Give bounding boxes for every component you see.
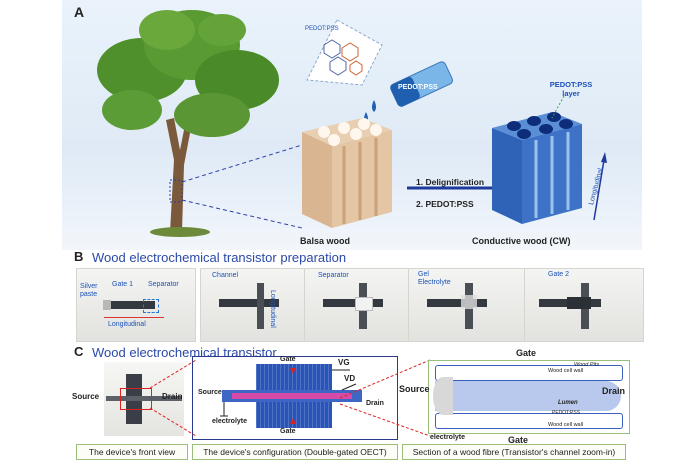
panel-a-label: A: [74, 4, 85, 20]
longitudinal-label-2: Longitudinal: [269, 290, 276, 328]
vd-label: VD: [344, 374, 356, 383]
front-source-label: Source: [72, 392, 100, 401]
longitudinal-arrow-1: [104, 317, 164, 318]
lumen-label: Lumen: [558, 400, 578, 406]
conductive-wood-label: Conductive wood (CW): [472, 236, 571, 246]
balsa-wood-label: Balsa wood: [300, 236, 351, 246]
prep-photo-5: [524, 268, 644, 342]
fibre-gate-bottom-label: Gate: [508, 435, 529, 445]
configuration-caption: The device's configuration (Double-gated…: [192, 444, 398, 460]
panel-c-label: C: [74, 344, 84, 359]
wood-cell-wall-bottom-label: Wood cell wall: [548, 422, 584, 428]
config-source-label: Source: [198, 389, 222, 396]
fibre-gate-top-label: Gate: [516, 348, 537, 358]
panel-a-illustration: [97, 10, 607, 237]
wood-cell-wall-top-label: Wood cell wall: [548, 368, 584, 374]
silver-paste-label: Silver paste: [80, 283, 98, 298]
fibre-source-label: Source: [399, 384, 430, 394]
vg-label: VG: [338, 358, 350, 367]
separator-label-2: Separator: [318, 272, 349, 279]
molecule-label: PEDOT:PSS: [305, 26, 339, 32]
beaker-label: PEDOT:PSS: [398, 84, 438, 91]
fibre-drain-label: Drain: [602, 386, 626, 396]
gate-2-label: Gate 2: [548, 271, 570, 278]
separator-label-1: Separator: [148, 281, 179, 288]
gate-1-label: Gate 1: [112, 281, 134, 288]
prep-photo-3: [304, 268, 424, 342]
wood-pits-label: Wood Pits: [574, 362, 600, 368]
step-pedot-pss: 2. PEDOT:PSS: [416, 199, 474, 209]
prep-photo-1: [76, 268, 196, 342]
pedot-layer-label: PEDOT:PSS layer: [549, 80, 593, 98]
wood-fibre-section: [428, 360, 630, 434]
fibre-pedot-label: PEDOT:PSS: [552, 410, 581, 416]
step-delignification: 1. Delignification: [416, 177, 485, 187]
oect-configuration-drawing: [220, 364, 362, 428]
tree-illustration: [97, 10, 279, 237]
pedot-pss-molecule: [306, 19, 383, 86]
fibre-electrolyte-label: electrolyte: [430, 434, 466, 441]
config-drain-label: Drain: [366, 400, 384, 407]
panel-b-title: Wood electrochemical transistor preparat…: [92, 250, 347, 265]
fibre-section-caption: Section of a wood fibre (Transistor's ch…: [402, 444, 626, 460]
config-gate-top-label: Gate: [280, 356, 296, 363]
config-electrolyte-label: electrolyte: [212, 418, 248, 425]
conductive-wood-block: [492, 112, 582, 224]
longitudinal-label-1: Longitudinal: [108, 321, 146, 328]
panel-b-label: B: [74, 249, 84, 264]
config-gate-bottom-label: Gate: [280, 428, 296, 435]
channel-label: Channel: [212, 272, 239, 279]
pedot-pss-beaker: [390, 61, 454, 107]
balsa-wood-block: [302, 118, 392, 228]
prep-photo-2: [200, 268, 320, 342]
gel-electrolyte-label: Gel Electrolyte: [418, 271, 451, 286]
front-view-caption: The device's front view: [76, 444, 188, 460]
front-drain-label: Drain: [162, 392, 183, 401]
